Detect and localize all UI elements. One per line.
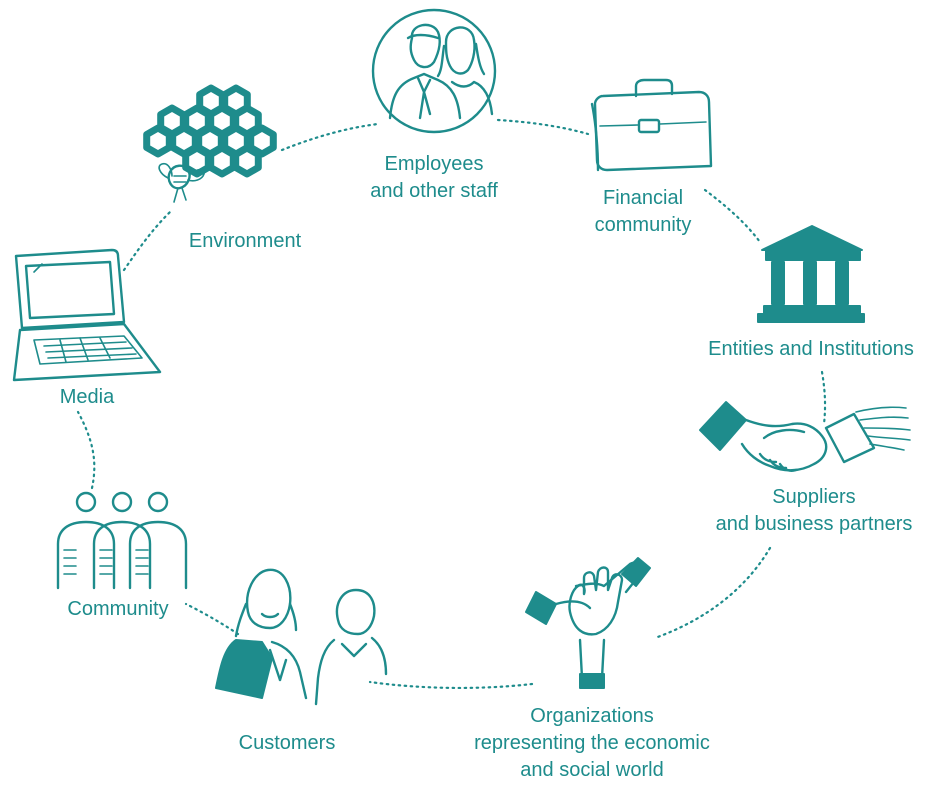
institution-building-icon — [757, 225, 865, 323]
employees-icon — [371, 8, 497, 134]
customers-label: Customers — [239, 730, 336, 757]
employees-label-line-2: and other staff — [370, 180, 498, 202]
connector-media-environment — [122, 210, 172, 272]
connector-financial-entities — [703, 188, 762, 244]
environment-label: Environment — [189, 228, 301, 255]
honeycomb-bee-icon — [143, 84, 277, 203]
customers-meeting-icon — [215, 568, 388, 706]
suppliers-label: Suppliers and business partners — [716, 484, 913, 538]
honeycomb-cell — [196, 84, 226, 118]
organizations-label-line-3: and social world — [520, 759, 664, 781]
suppliers-label-line-2: and business partners — [715, 513, 913, 535]
laptop-icon — [12, 248, 162, 382]
connector-customers-community — [184, 602, 240, 636]
handshake-icon — [699, 401, 911, 472]
financial-label-line-2: community — [594, 214, 692, 236]
environment-label-line-1: Environment — [188, 230, 302, 252]
connector-employees-financial — [496, 118, 590, 136]
financial-label: Financial community — [595, 185, 692, 239]
suppliers-label-line-1: Suppliers — [772, 486, 856, 508]
financial-label-line-1: Financial — [602, 187, 684, 209]
media-label-line-1: Media — [59, 386, 115, 408]
joined-hands-icon — [525, 557, 651, 689]
media-label: Media — [60, 384, 114, 411]
connector-entities-suppliers — [820, 370, 827, 426]
community-people-icon — [56, 491, 188, 590]
connector-community-media — [76, 410, 96, 490]
organizations-label: Organizations representing the economic … — [474, 703, 710, 784]
connector-environment-employees — [280, 122, 380, 152]
organizations-label-line-2: representing the economic — [474, 732, 710, 754]
connectors — [76, 118, 827, 690]
connector-organizations-customers — [368, 680, 534, 690]
briefcase-icon — [590, 78, 713, 172]
community-label: Community — [67, 596, 168, 623]
entities-label-line-1: Entities and Institutions — [708, 338, 914, 360]
honeycomb-cell — [221, 84, 251, 118]
customers-label-line-1: Customers — [238, 732, 336, 754]
employees-label-line-1: Employees — [384, 153, 484, 175]
entities-label: Entities and Institutions — [708, 336, 914, 363]
employees-label: Employees and other staff — [370, 151, 498, 205]
organizations-label-line-1: Organizations — [530, 705, 654, 727]
honeycomb-cell — [157, 104, 187, 138]
community-label-line-1: Community — [67, 598, 169, 620]
connector-suppliers-organizations — [653, 546, 772, 640]
